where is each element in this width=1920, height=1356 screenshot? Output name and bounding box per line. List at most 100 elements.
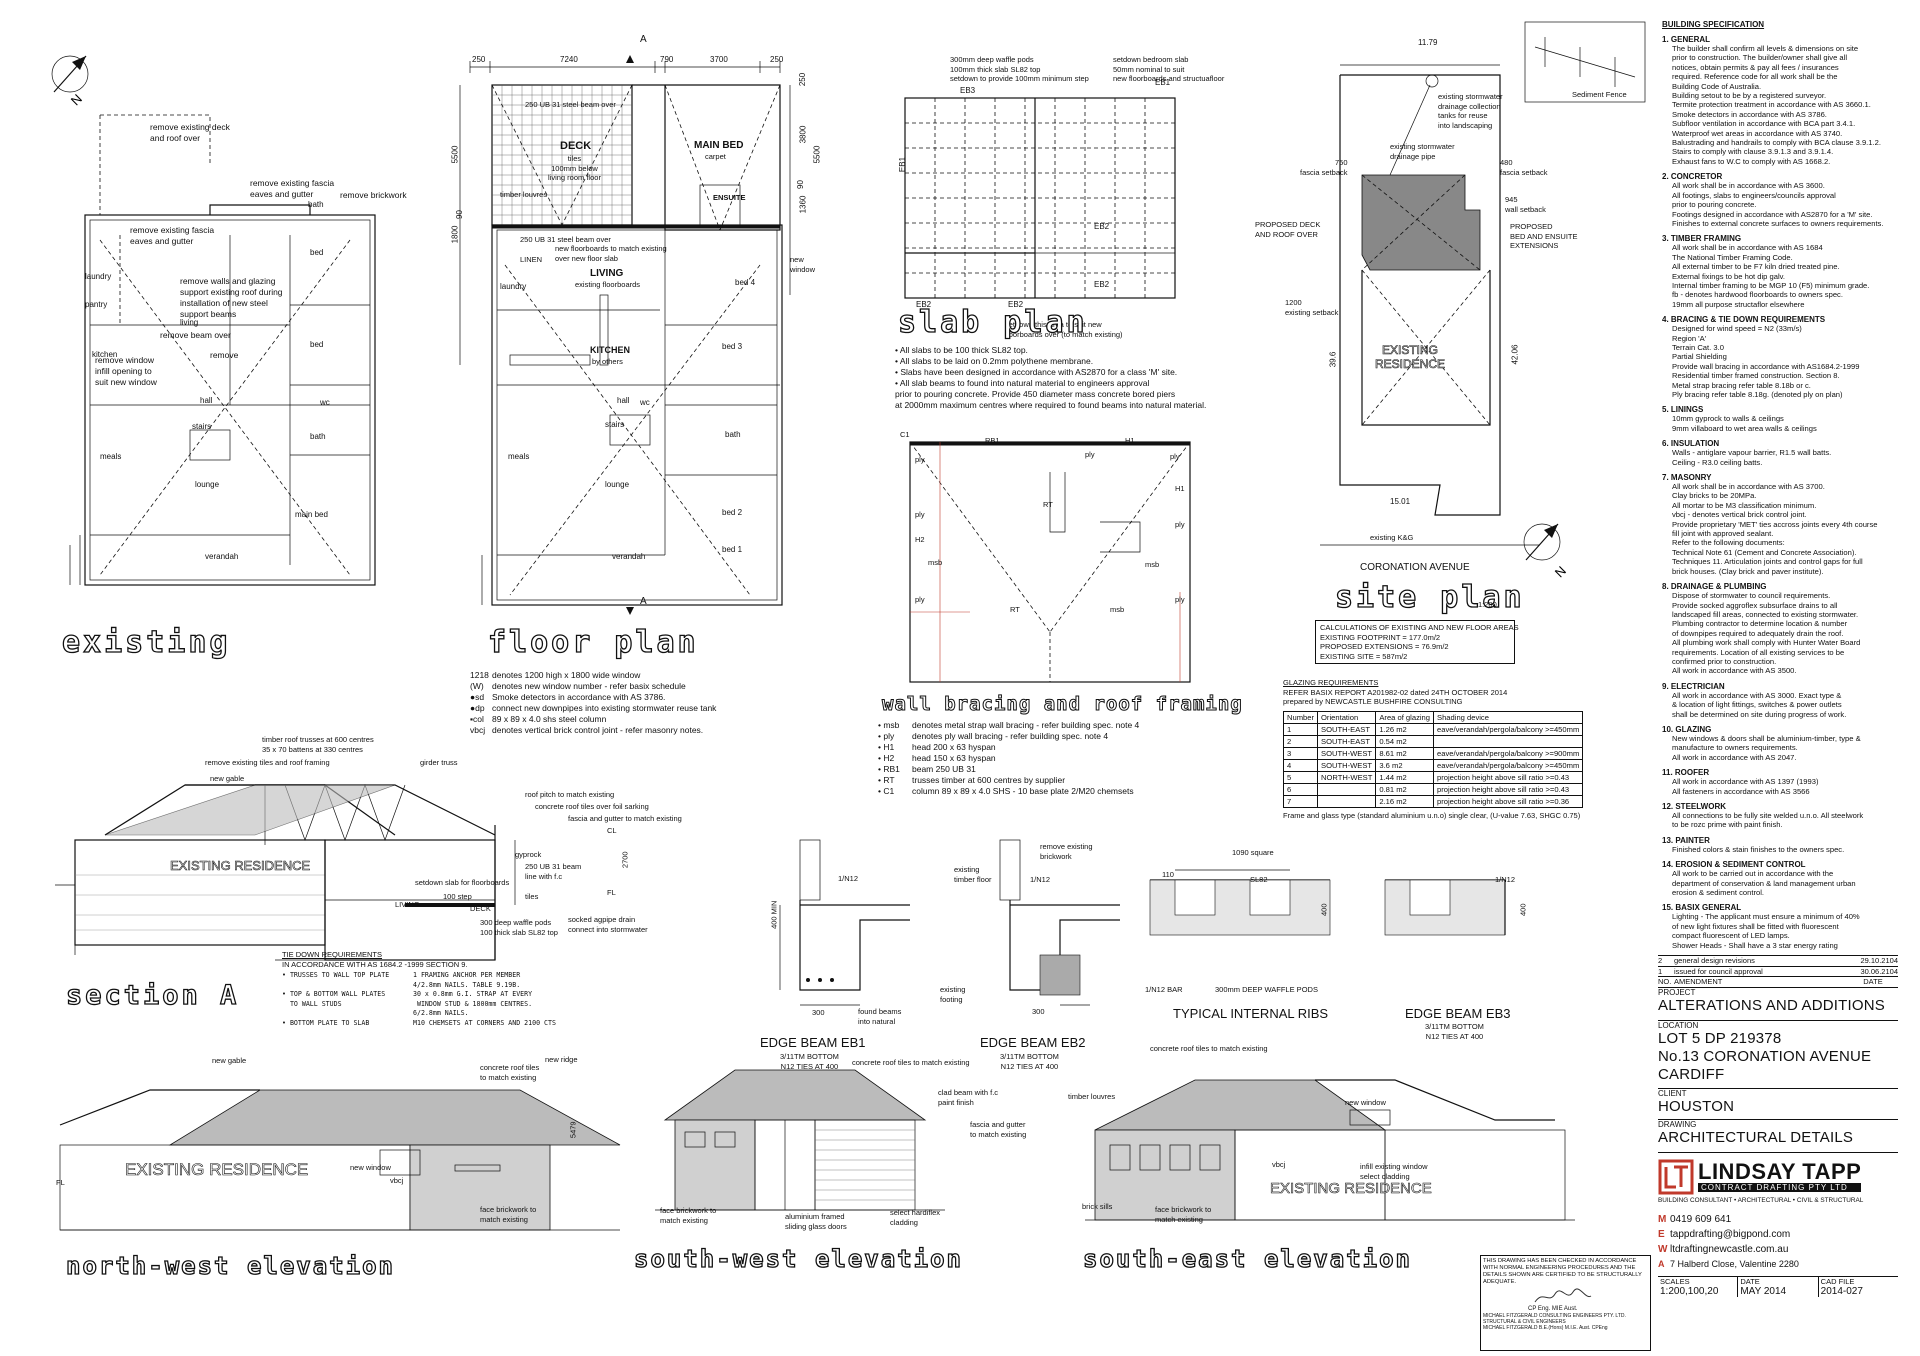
north-arrow-icon: N xyxy=(1523,523,1569,580)
room-note: existing floorboards xyxy=(575,280,641,289)
room-label: ENSUITE xyxy=(713,193,746,202)
company-logo: LINDSAY TAPP CONTRACT DRAFTING PTY LTD xyxy=(1658,1151,1898,1195)
client-name: HOUSTON xyxy=(1658,1097,1735,1115)
beam-note: 250 UB 31 steel beam over xyxy=(520,235,611,244)
elev-note: aluminium framed sliding glass doors xyxy=(785,1212,847,1231)
beam-tag: EB3 xyxy=(960,86,976,95)
slab-note: setdown this area to suit new floorboard… xyxy=(1005,320,1123,339)
existing-note: remove beam over xyxy=(160,330,231,340)
detail-note: 1/N12 xyxy=(1030,875,1051,884)
floor-plan-title: floor plan xyxy=(487,624,699,660)
eb1-subtitle: 3/11TM BOTTOM N12 TIES AT 400 xyxy=(780,1052,839,1071)
se-elevation-title: south-east elevation xyxy=(1082,1244,1412,1273)
section-note: LIVING xyxy=(395,900,420,909)
dim-label: 400 xyxy=(1518,903,1528,917)
existing-plan-drawing xyxy=(69,114,376,586)
section-note: roof pitch to match existing xyxy=(525,790,615,799)
existing-note: remove brickwork xyxy=(340,190,407,200)
sediment-label: Sediment Fence xyxy=(1572,90,1627,99)
room-label: bath xyxy=(308,200,324,209)
room-label: verandah xyxy=(205,552,239,561)
slab-plan-title: slab plan xyxy=(897,304,1088,340)
signature-icon xyxy=(1534,1288,1592,1303)
room-label: wc xyxy=(320,398,330,407)
section-note: socked agpipe drain connect into stormwa… xyxy=(568,915,648,934)
site-residence-label: EXISTING RESIDENCE xyxy=(1375,343,1446,372)
elev-note: select hardiflex cladding xyxy=(890,1208,941,1227)
elev-note: concrete roof tiles to match existing xyxy=(852,1058,970,1067)
sw-elevation-drawing xyxy=(655,1069,945,1211)
elev-note: fascia and gutter to match existing xyxy=(970,1120,1027,1139)
nw-residence-label: EXISTING RESIDENCE xyxy=(125,1160,309,1180)
elev-note: concrete roof tiles to match existing xyxy=(1150,1044,1268,1053)
tie-down-requirements: TIE DOWN REQUIREMENTS IN ACCORDANCE WITH… xyxy=(282,950,556,1027)
dim-label: 90 xyxy=(454,210,464,219)
detail-note: existing footing xyxy=(940,985,966,1004)
site-scale: 1:200 xyxy=(1478,600,1497,609)
site-note: 945 wall setback xyxy=(1505,195,1546,214)
section-note: DECK xyxy=(470,904,491,913)
beam-tag: EB2 xyxy=(916,300,932,309)
room-label: DECK xyxy=(560,140,592,152)
bracing-mark: msb xyxy=(928,558,943,567)
section-note: CL xyxy=(607,826,617,835)
dim-label: 790 xyxy=(660,55,674,64)
section-note: FL xyxy=(607,888,616,897)
room-label: bed 2 xyxy=(722,508,743,517)
detail-note: SL82 xyxy=(1250,875,1268,884)
dim-label: 400 MIN xyxy=(769,900,779,929)
room-note: by others xyxy=(592,357,623,366)
dim-label: 400 xyxy=(1319,903,1329,917)
elev-note: brick sills xyxy=(1082,1202,1113,1211)
dim-label: 39.6 xyxy=(1328,351,1338,368)
detail-note: found beams into natural xyxy=(858,1007,902,1026)
floor-area-calc: CALCULATIONS OF EXISTING AND NEW FLOOR A… xyxy=(1315,620,1519,664)
location-line: LOT 5 DP 219378 xyxy=(1658,1029,1782,1047)
section-note: gyprock xyxy=(515,850,542,859)
site-plan-drawing xyxy=(1320,64,1540,546)
dim-label: 1800 xyxy=(450,225,460,244)
existing-note: remove xyxy=(210,350,239,360)
room-label: laundry xyxy=(500,282,527,291)
eb2-subtitle: 3/11TM BOTTOM N12 TIES AT 400 xyxy=(1000,1052,1059,1071)
room-label: lounge xyxy=(195,480,220,489)
bracing-mark: H1 xyxy=(1175,484,1185,493)
room-label: main bed xyxy=(295,510,328,519)
site-plan-title: site plan xyxy=(1334,579,1525,615)
beam-note: 250 UB 31 steel beam over xyxy=(525,100,616,109)
svg-text:N: N xyxy=(1552,563,1569,580)
glazing-requirements: GLAZING REQUIREMENTS REFER BASIX REPORT … xyxy=(1282,678,1584,820)
room-note: carpet xyxy=(705,152,726,161)
bracing-mark: ply xyxy=(915,455,925,464)
existing-note: remove window infill opening to suit new… xyxy=(95,355,157,387)
site-note: existing K&G xyxy=(1370,533,1414,542)
bracing-mark: ply xyxy=(1085,450,1095,459)
bracing-mark: msb xyxy=(1110,605,1125,614)
beam-tag: EB2 xyxy=(1094,280,1110,289)
elev-note: face brickwork to match existing xyxy=(480,1205,537,1224)
beam-tag: EB1 xyxy=(898,156,908,173)
bracing-mark: ply xyxy=(915,510,925,519)
beam-tag: EB2 xyxy=(1008,300,1024,309)
eb1-title: EDGE BEAM EB1 xyxy=(760,1035,866,1050)
room-label: bath xyxy=(725,430,741,439)
nw-elevation-title: north-west elevation xyxy=(65,1251,395,1280)
section-a-title: section A xyxy=(65,979,240,1011)
bracing-mark: msb xyxy=(1145,560,1160,569)
wall-bracing-drawing xyxy=(909,441,1191,683)
lt-logo-icon xyxy=(1658,1159,1694,1194)
dim-label: 250 xyxy=(798,72,808,87)
room-label: bed 4 xyxy=(735,278,756,287)
room-label: MAIN BED xyxy=(694,140,744,151)
section-mark: A xyxy=(640,596,647,607)
beam-tag: EB1 xyxy=(1155,78,1171,87)
elev-note: new window xyxy=(1345,1098,1386,1107)
section-note: concrete roof tiles over foil sarking xyxy=(535,802,649,811)
dim-label: 300 xyxy=(812,1008,825,1017)
elev-note: face brickwork to match existing xyxy=(660,1206,717,1225)
elev-note: FL xyxy=(56,1178,65,1187)
bracing-mark: ply xyxy=(1175,520,1185,529)
